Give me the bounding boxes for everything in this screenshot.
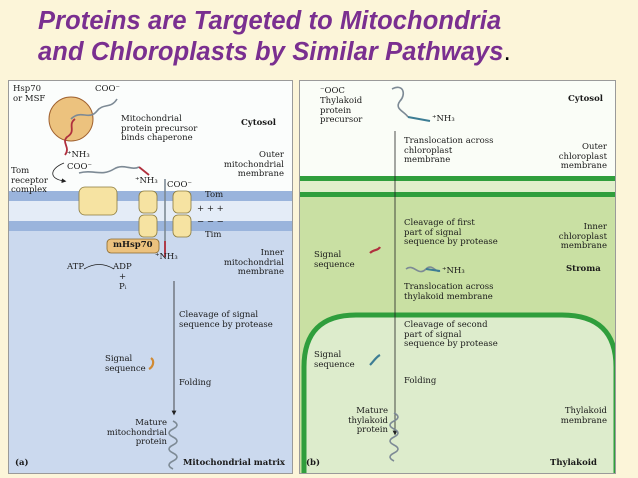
inner-chloroplast-membrane — [300, 192, 615, 197]
minus-charge-label: − − − — [197, 217, 224, 227]
mhsp70-label: mHsp70 — [113, 240, 153, 250]
folding-label-b: Folding — [404, 376, 437, 386]
cleaved-signal-a — [148, 357, 155, 370]
tom-receptor-label: Tom receptor complex — [11, 166, 48, 196]
nh3-mid-label: ⁺NH₃ — [135, 176, 158, 186]
adp-label: ADP — [113, 262, 132, 272]
tom-receptor — [78, 186, 118, 216]
hsp70-label: Hsp70 or MSF — [13, 84, 46, 104]
cleaved-transit-peptide — [369, 246, 381, 254]
title-line-1: Proteins are Targeted to Mitochondria — [38, 7, 502, 35]
inner-membrane-label-b: Inner chloroplast membrane — [558, 222, 607, 252]
mature-protein-coil-b — [389, 412, 399, 462]
title-line-2-text: and Chloroplasts by Similar Pathways — [38, 38, 504, 66]
signal-label-a: Signal sequence — [105, 354, 146, 374]
nh3-left-label: ⁺NH₃ — [67, 150, 90, 160]
nh3-low-label: ⁺NH₃ — [155, 252, 178, 262]
coo-tom-label: COO⁻ — [167, 180, 192, 190]
nh3-top-label: ⁺NH₃ — [432, 114, 455, 124]
thylakoid-precursor-chain — [391, 86, 409, 118]
precursor-label: Mitochondrial protein precursor binds ch… — [121, 114, 198, 144]
folding-label-a: Folding — [179, 378, 212, 388]
atp-label: ATP — [67, 262, 85, 272]
tim-label: Tim — [205, 230, 222, 240]
translocation-chloroplast-label: Translocation across chloroplast membran… — [404, 136, 494, 166]
matrix-region — [9, 191, 292, 473]
plus-charge-label: + + + — [197, 204, 224, 214]
translocation-thylakoid-label: Translocation across thylakoid membrane — [404, 282, 494, 302]
signal-sequence-top — [64, 118, 76, 156]
cytosol-label-b: Cytosol — [568, 94, 603, 104]
nh3-mid-label-b: ⁺NH₃ — [442, 266, 465, 276]
cytosol-label-a: Cytosol — [241, 118, 276, 128]
outer-membrane-label-a: Outer mitochondrial membrane — [223, 150, 284, 180]
tom-channel-left — [138, 190, 158, 214]
panel-a-letter: (a) — [15, 458, 29, 468]
thylakoid-label: Thylakoid — [550, 458, 597, 468]
signal-label-b1: Signal sequence — [314, 250, 355, 270]
mature-label-a: Mature mitochondrial protein — [106, 418, 167, 448]
signal-label-b2: Signal sequence — [314, 350, 355, 370]
outer-membrane-label-b: Outer chloroplast membrane — [558, 142, 607, 172]
cleavage-label-a: Cleavage of signal sequence by protease — [179, 310, 273, 330]
tom-label: Tom — [205, 190, 224, 200]
mitochondria-diagram — [9, 96, 292, 473]
mature-protein-coil-a — [168, 420, 178, 470]
inner-membrane-label-a: Inner mitochondrial membrane — [223, 248, 284, 278]
precursor-tail-top — [70, 98, 118, 120]
coo-top-label: COO⁻ — [95, 84, 120, 94]
signal-sequence-mid — [138, 166, 150, 176]
thylakoid-signal — [425, 268, 441, 272]
coo-left-label: COO⁻ — [67, 162, 92, 172]
tim-channel-right — [172, 214, 192, 238]
mature-label-b: Mature thylakoid protein — [348, 406, 388, 436]
title-line-2: and Chloroplasts by Similar Pathways. — [38, 37, 633, 68]
panel-mitochondria: Hsp70 or MSF COO⁻ Mitochondrial protein … — [8, 80, 293, 474]
thylakoid-membrane-label: Thylakoid membrane — [560, 406, 607, 426]
pi-label: + Pᵢ — [119, 272, 127, 292]
matrix-label: Mitochondrial matrix — [183, 458, 285, 468]
panel-b-letter: (b) — [306, 458, 320, 468]
cleaved-thylakoid-signal — [369, 354, 381, 366]
mhsp70-box — [106, 238, 160, 254]
panel-chloroplast: ⁻OOC Thylakoid protein precursor Cytosol… — [299, 80, 616, 474]
chloroplast-diagram — [300, 86, 615, 473]
cleavage-first-label: Cleavage of first part of signal sequenc… — [404, 218, 498, 248]
intermembrane-space-b — [300, 181, 615, 192]
thylakoid-membrane — [301, 312, 615, 473]
thylakoid-precursor-label: Thylakoid protein precursor — [320, 96, 363, 126]
title-period: . — [503, 38, 511, 66]
precursor-chain — [78, 165, 140, 174]
atp-arrow — [83, 264, 115, 270]
slide-title: Proteins are Targeted to Mitochondria an… — [38, 6, 633, 68]
binding-arrow — [52, 162, 67, 184]
ooc-label: ⁻OOC — [320, 86, 345, 96]
cleavage-second-label: Cleavage of second part of signal sequen… — [404, 320, 498, 350]
tim-channel-left — [138, 214, 158, 238]
tom-channel-right — [172, 190, 192, 214]
outer-chloroplast-membrane — [300, 176, 615, 181]
precursor-transit-peptide — [407, 116, 431, 122]
stroma-label: Stroma — [566, 264, 601, 274]
